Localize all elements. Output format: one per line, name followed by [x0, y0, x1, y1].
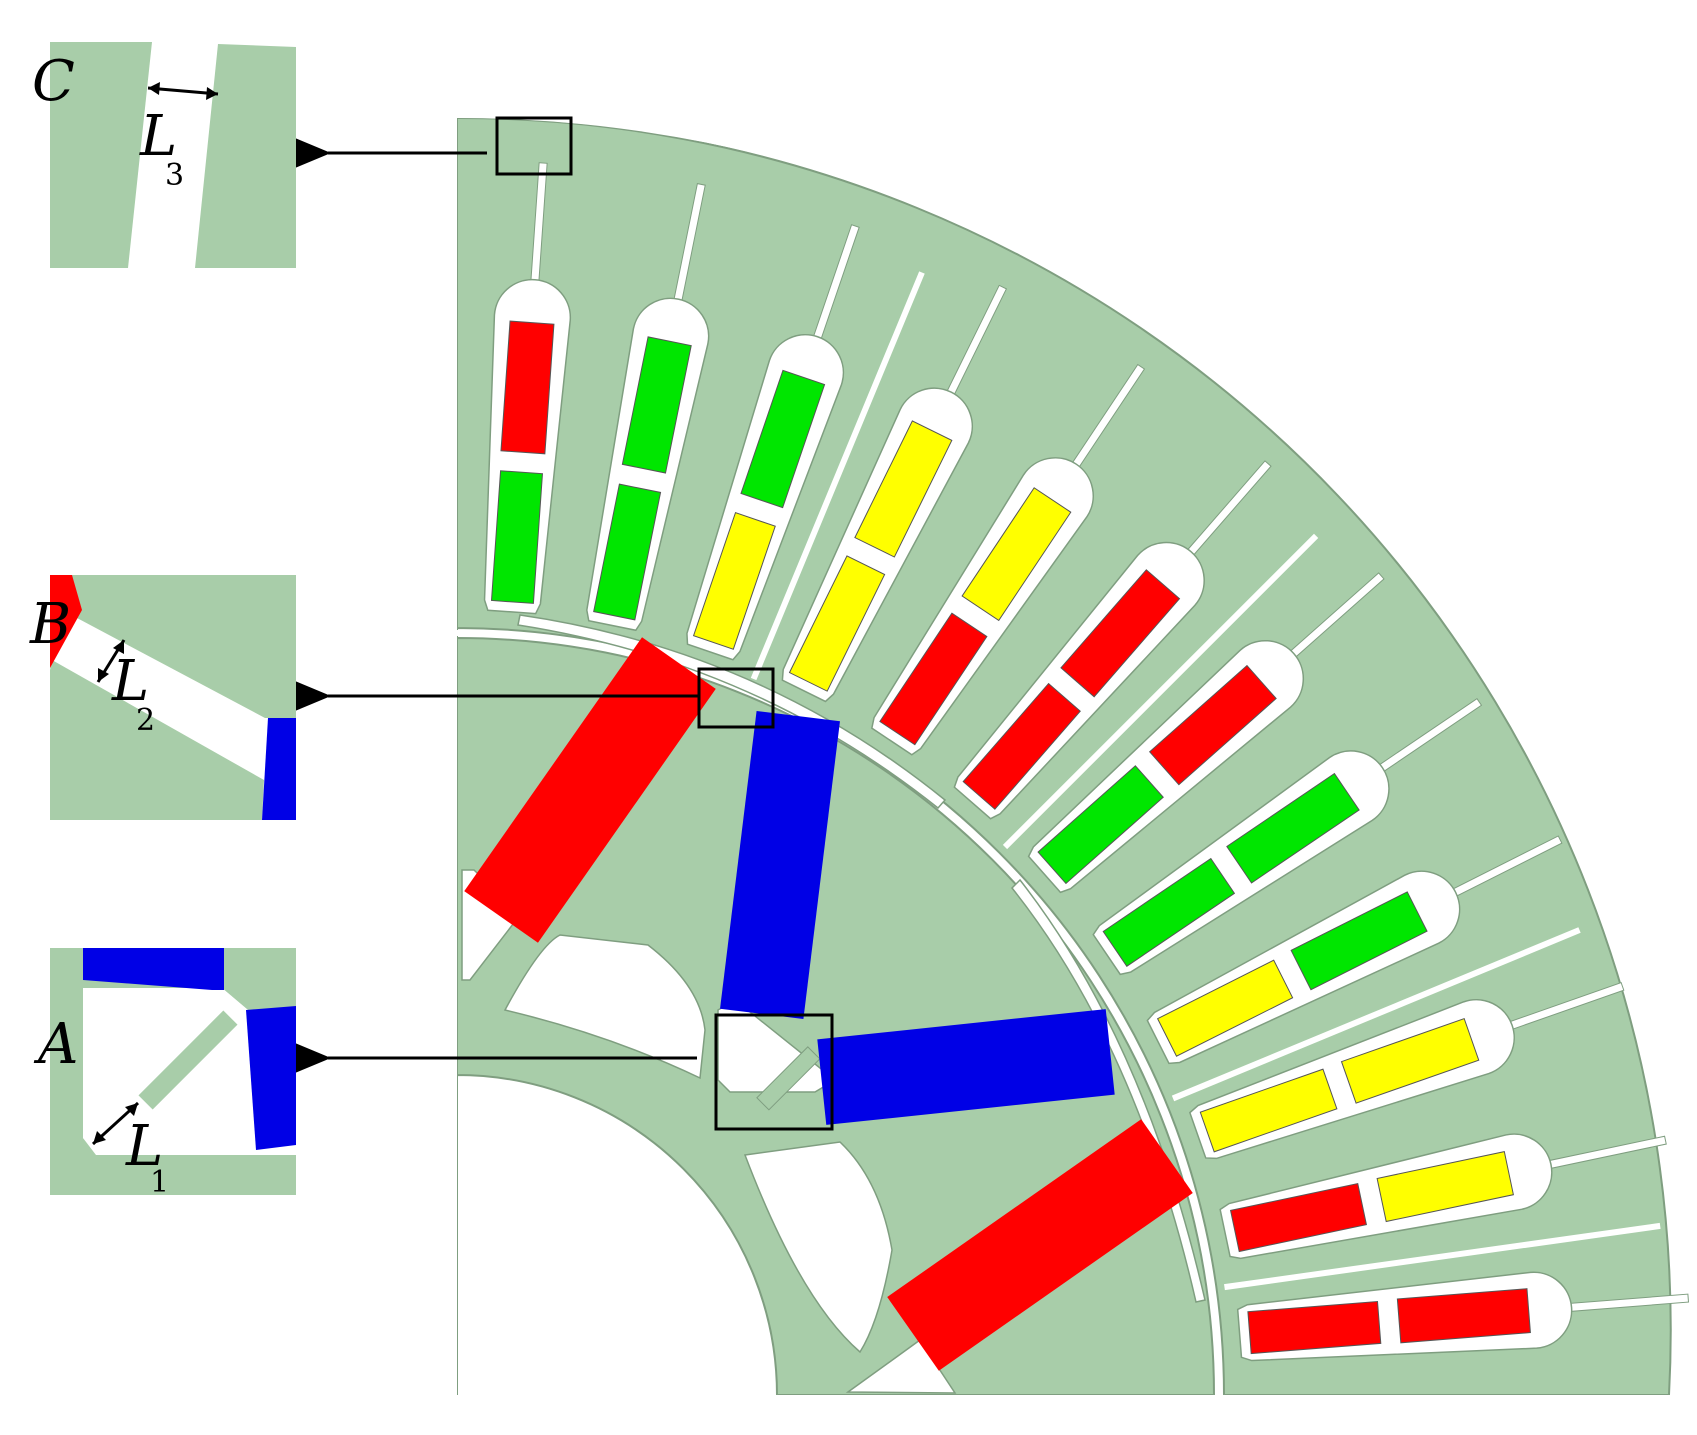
inset-c-dimension-arrow — [147, 86, 219, 96]
inset-a-dimension-sub: 1 — [150, 1165, 169, 1200]
inset-b-steel-top — [50, 575, 296, 718]
coil-inner — [1229, 1182, 1368, 1253]
detail-box-b — [697, 667, 775, 729]
inset-b-blue-magnet-corner — [262, 718, 296, 820]
stator-slot — [781, 284, 1008, 703]
detail-box-a — [714, 1013, 834, 1131]
inset-a-blue-magnet-top — [83, 948, 224, 990]
coil-outer — [1226, 772, 1360, 884]
stator-slot — [1027, 572, 1385, 894]
inset-b-red-magnet-corner — [50, 575, 82, 668]
coil-outer — [1376, 1151, 1514, 1223]
stator-segment-cut — [1171, 927, 1581, 1102]
rotor-rib — [756, 1046, 821, 1111]
coil-outer — [1340, 1017, 1480, 1104]
coil-outer — [500, 320, 555, 455]
stator-slot — [953, 460, 1272, 820]
coil-inner — [1247, 1300, 1382, 1355]
stator-segment-cut — [1002, 533, 1319, 850]
detail-box-c — [495, 116, 573, 176]
coil-outer — [1396, 1288, 1531, 1344]
coil-inner — [692, 512, 776, 650]
inset-b: B L 2 — [29, 575, 296, 820]
inset-c-steel-right — [195, 44, 296, 268]
coil-inner — [879, 612, 988, 746]
stator-slot — [1092, 697, 1483, 976]
coil-inner — [490, 470, 544, 604]
inset-a-rib — [138, 1010, 238, 1110]
rotor-magnet — [817, 1009, 1115, 1125]
coil-inner — [1199, 1068, 1338, 1153]
inset-a-blue-magnet-right — [246, 1006, 296, 1150]
inset-b-letter: B — [29, 592, 71, 657]
rotor-magnet — [887, 1119, 1193, 1371]
stator — [457, 118, 1690, 1395]
coil-outer — [740, 369, 826, 509]
coil-inner — [788, 555, 886, 692]
inset-b-dimension-sub: 2 — [136, 703, 155, 738]
inset-b-steel-bottom — [50, 660, 264, 820]
rotor — [457, 614, 1216, 1395]
stator-segment-cut — [750, 271, 925, 681]
stator-slot — [586, 183, 710, 632]
inset-c-letter: C — [32, 49, 75, 114]
coil-outer — [621, 336, 692, 474]
stator-slots — [483, 162, 1690, 1362]
rotor-hole — [503, 934, 706, 1080]
rotor-magnet — [464, 637, 716, 943]
coil-outer — [1148, 664, 1277, 786]
rotor-magnet — [720, 710, 840, 1020]
stator-segment-cut — [1224, 1222, 1661, 1291]
coil-outer — [854, 420, 953, 558]
stator-slot — [483, 162, 572, 615]
inset-c: C L 3 — [32, 42, 296, 268]
stator-slot — [1188, 982, 1625, 1160]
coil-inner — [593, 483, 662, 621]
inset-c-dimension-label: L — [139, 104, 177, 169]
stator-slot — [1219, 1133, 1667, 1260]
inset-a: A L 1 — [33, 948, 296, 1200]
coil-inner — [1156, 959, 1294, 1057]
coil-outer — [1290, 891, 1428, 991]
inset-c-steel-left — [50, 42, 152, 268]
flux-barrier — [1010, 878, 1206, 1303]
coil-outer — [1060, 569, 1181, 698]
coil-inner — [1037, 765, 1164, 885]
inset-a-letter: A — [33, 1012, 78, 1077]
stator-slot — [1146, 835, 1563, 1065]
coil-inner — [962, 682, 1081, 810]
stator-slot — [871, 363, 1146, 756]
coil-outer — [961, 487, 1072, 622]
inset-c-dimension-sub: 3 — [165, 158, 184, 193]
coil-inner — [1102, 857, 1236, 967]
rotor-hole — [743, 1141, 893, 1354]
stator-slot — [1236, 1271, 1690, 1362]
stator-slot — [686, 224, 860, 661]
inset-a-steel — [50, 948, 296, 1195]
inset-b-dimension-label: L — [111, 649, 149, 714]
inset-a-dimension-label: L — [125, 1114, 163, 1179]
